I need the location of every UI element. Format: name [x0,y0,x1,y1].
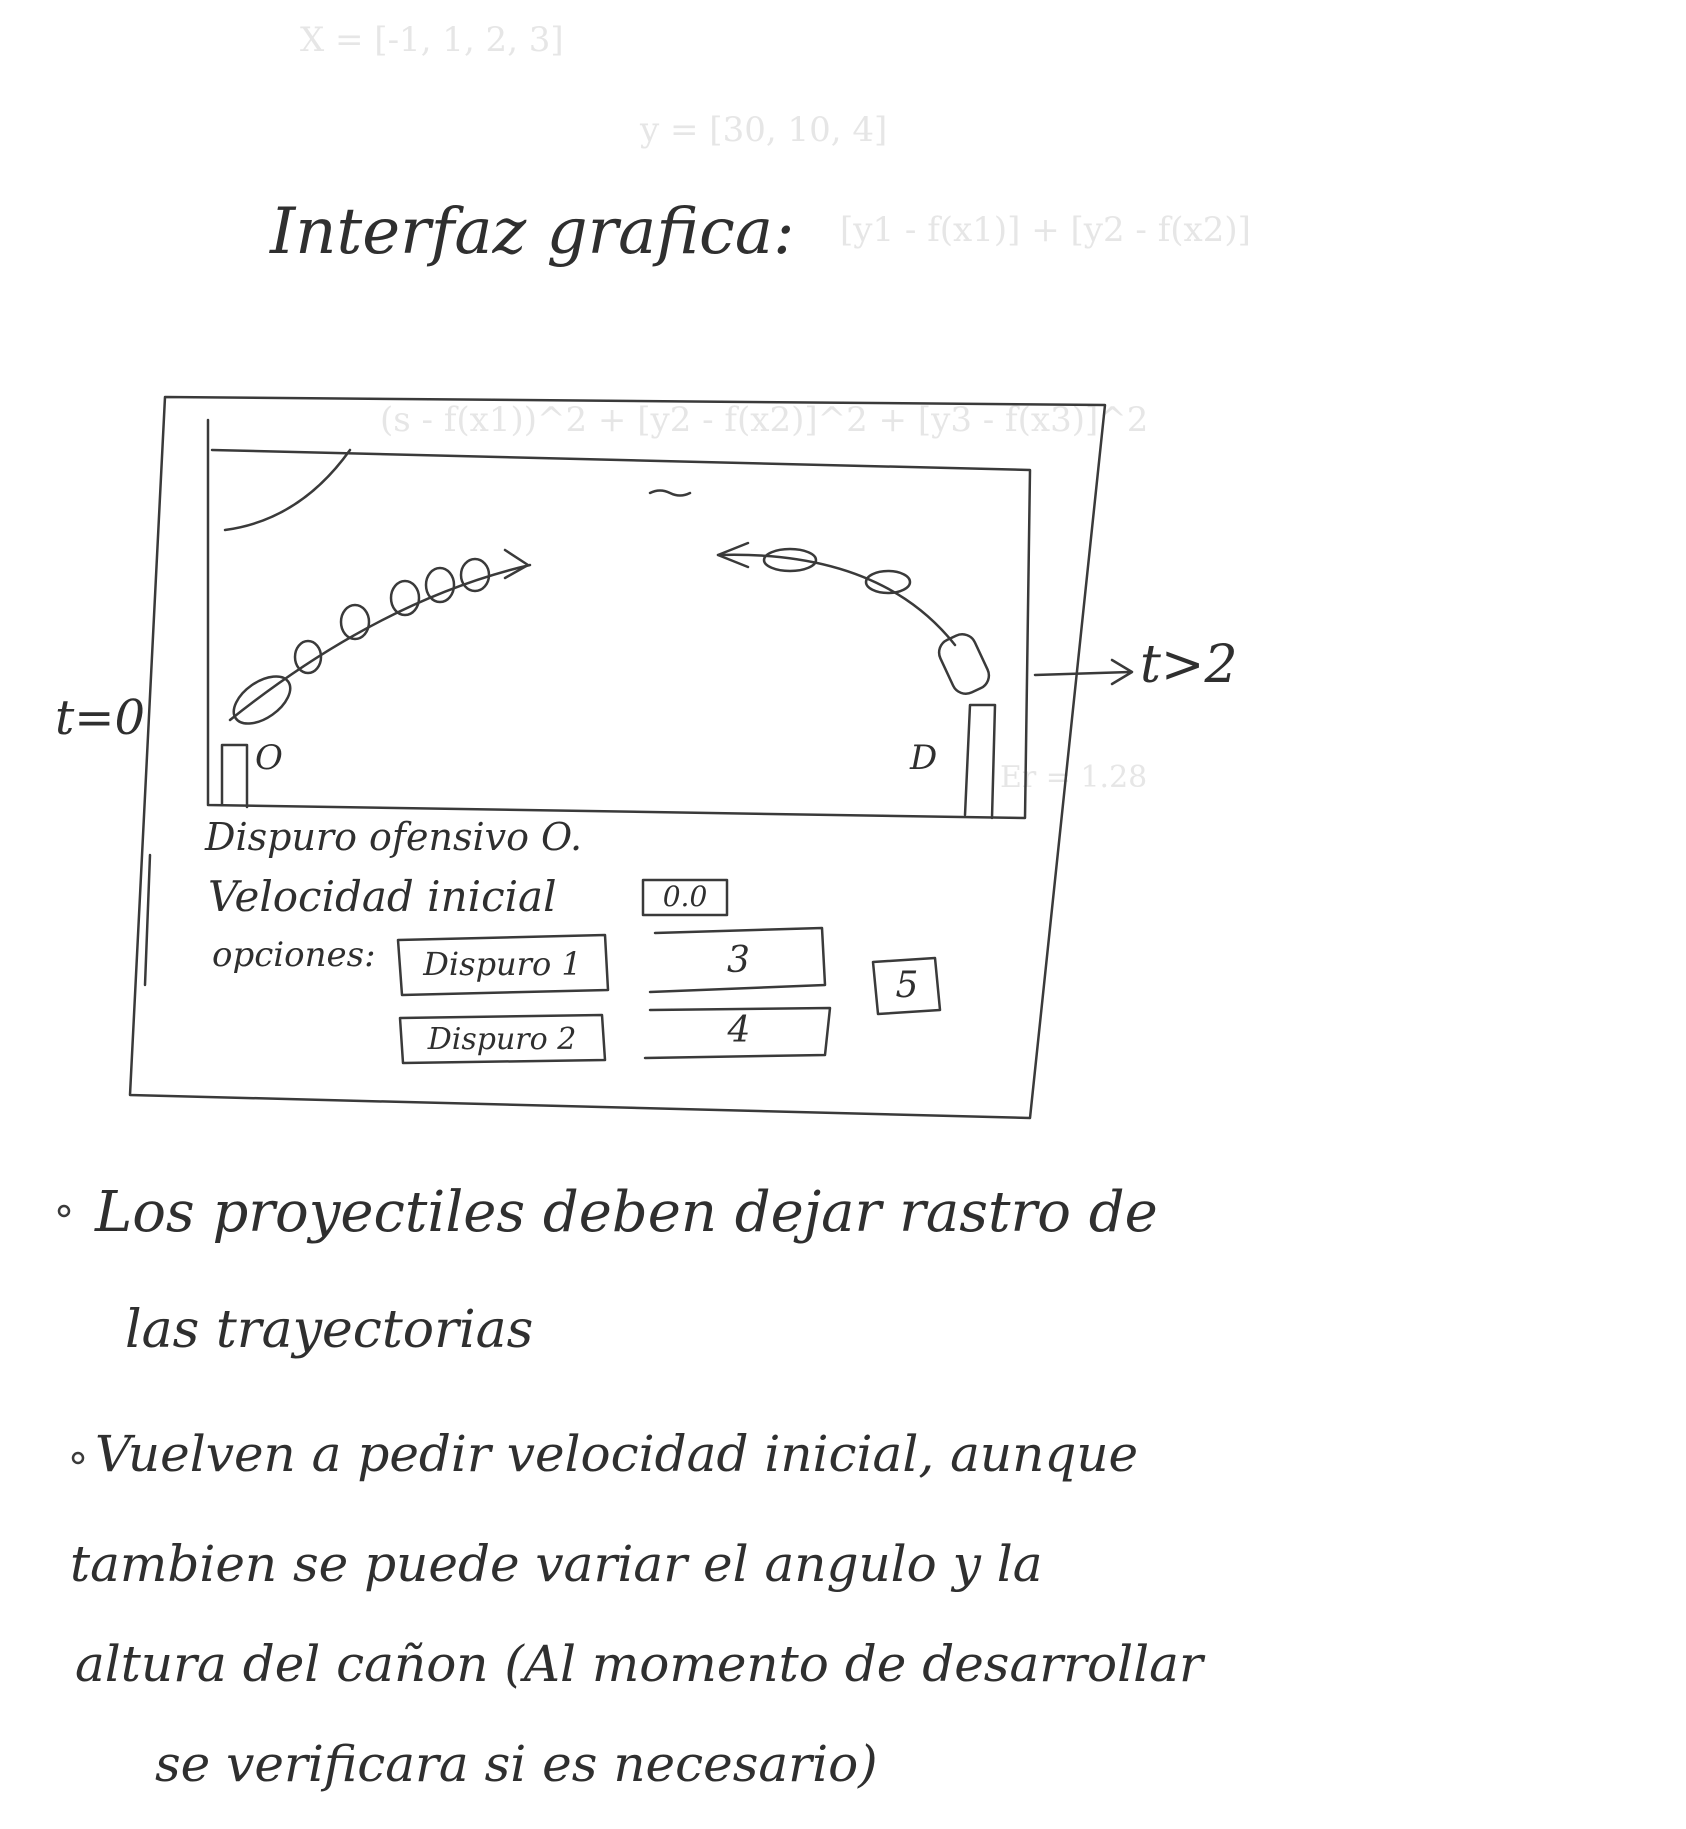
note-1-line-2: las trayectorias [125,1300,534,1360]
bleed-through-line: X = [-1, 1, 2, 3] [300,20,564,60]
origin-marker: O [255,738,283,778]
page-title: Interfaz grafica: [270,195,795,269]
bleed-through-line: y = [30, 10, 4] [640,110,888,150]
option-box-4[interactable]: 4 [727,1010,751,1051]
projectile [864,569,912,595]
window-frame [128,395,1107,1120]
note-1-line-1: Los proyectiles deben dejar rastro de [95,1180,1158,1245]
right-cannon [937,633,991,695]
box5-frame [871,956,942,1016]
time-end-label: t>2 [1140,635,1238,695]
origin-tower [220,743,249,809]
panel-heading: Dispuro ofensivo O. [205,815,583,859]
velocity-label: Velocidad inicial [208,872,557,921]
option-box-5[interactable]: 5 [895,965,919,1006]
squiggle [648,489,692,497]
bullet-dot [57,1204,71,1218]
corner-curve [223,448,352,532]
box4-frame [643,1006,832,1060]
note-2-line-3: altura del cañon (Al momento de desarrol… [75,1635,1203,1693]
projectile [389,579,421,617]
projectile [459,557,491,593]
note-2-line-2: tambien se puede variar el angulo y la [70,1535,1043,1593]
box3-frame [648,926,827,994]
note-2-line-1: Vuelven a pedir velocidad inicial, aunqu… [95,1425,1139,1483]
projectile [339,603,371,641]
right-trajectory [716,553,957,647]
options-label: opciones: [212,935,376,975]
destination-marker: D [910,738,938,778]
right-arrowhead [716,541,750,569]
velocity-box-frame [641,878,729,917]
bullet-dot [71,1451,85,1465]
left-arrowhead [503,548,530,580]
projectile [293,639,323,675]
note-2-line-4: se verificara si es necesario) [155,1735,878,1793]
left-cannon-shell [232,675,292,725]
shot1-button[interactable]: Dispuro 1 [423,945,582,983]
shot2-box-frame [398,1013,607,1065]
game-area-frame [206,418,1032,820]
projectile [424,566,456,604]
bleed-through-line: (s - f(x1))^2 + [y2 - f(x2)]^2 + [y3 - f… [380,400,1149,440]
bleed-through-line: [y1 - f(x1)] + [y2 - f(x2)] [840,210,1251,250]
destination-tower [963,703,997,820]
shot2-button[interactable]: Dispuro 2 [427,1022,577,1057]
time-arrow [1033,658,1134,686]
time-start-label: t=0 [55,690,146,746]
projectile [762,547,818,573]
left-side-bar [143,853,152,987]
option-box-3[interactable]: 3 [727,940,750,981]
left-trajectory [228,563,532,722]
shot1-box-frame [396,933,610,997]
velocity-input[interactable]: 0.0 [662,880,708,913]
